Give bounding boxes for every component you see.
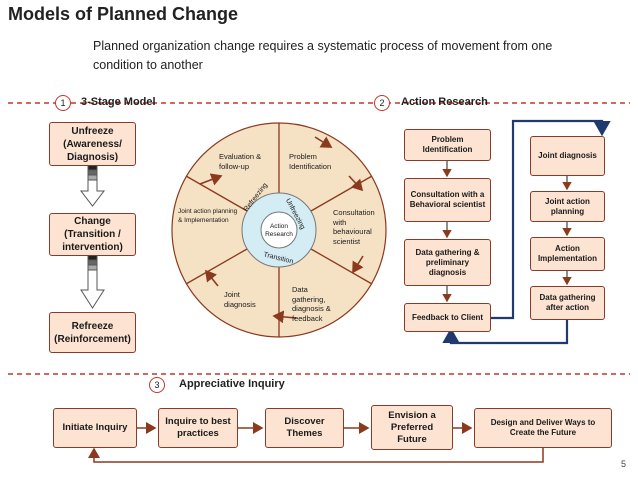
wheel-segment-data-gathering: Data gathering, diagnosis & feedback (292, 285, 331, 323)
ai-design-deliver: Design and Deliver Ways to Create the Fu… (474, 408, 612, 448)
loop-to-joint-diagnosis (491, 119, 611, 320)
ar-problem-identification: Problem Identification (404, 129, 491, 161)
page-subtitle: Planned organization change requires a s… (93, 39, 553, 72)
ar-consultation: Consultation with a Behavioral scientist (404, 178, 491, 222)
ar-data-gathering-after: Data gathering after action (530, 286, 605, 320)
wheel-segment-joint-diagnosis: Joint diagnosis (224, 290, 256, 309)
stage-arrow-1 (79, 164, 106, 207)
ar-action-implementation: Action Implementation (530, 237, 605, 271)
stage-change: Change (Transition / intervention) (49, 213, 136, 256)
section-3-label: Appreciative Inquiry (179, 378, 285, 390)
ai-initiate-inquiry: Initiate Inquiry (53, 408, 137, 448)
stage-unfreeze: Unfreeze (Awareness/ Diagnosis) (49, 122, 136, 166)
ai-loop-back (88, 447, 544, 463)
ai-envision-future: Envision a Preferred Future (371, 405, 453, 450)
stage-refreeze: Refreeze (Reinforcement) (49, 312, 136, 353)
wheel-segment-evaluation: Evaluation & follow-up (219, 152, 262, 171)
action-research-wheel (171, 122, 387, 338)
page-title: Models of Planned Change (8, 4, 239, 24)
loop-back-to-feedback (442, 320, 569, 345)
section-2-label: Action Research (401, 96, 488, 108)
section-2-number: 2 (374, 95, 390, 111)
wheel-segment-joint-action: Joint action planning & Implementation (178, 208, 238, 224)
wheel-segment-problem-identification: Problem Identification (289, 152, 332, 171)
stage-arrow-2 (80, 254, 105, 309)
wheel-center-label: Action Research (265, 223, 293, 238)
ar-joint-action-planning: Joint action planning (530, 191, 605, 222)
ar-data-gathering: Data gathering & preliminary diagnosis (404, 239, 491, 286)
section-3-number: 3 (149, 377, 165, 393)
ai-inquire-best-practices: Inquire to best practices (158, 408, 238, 448)
wheel-segment-consultation: Consultation with behavioural scientist (333, 208, 375, 246)
ai-discover-themes: Discover Themes (265, 408, 344, 448)
ar-feedback-to-client: Feedback to Client (404, 303, 491, 332)
page-number: 5 (620, 459, 626, 469)
section-1-label: 3-Stage Model (81, 96, 156, 108)
section-1-number: 1 (55, 95, 71, 111)
ar-joint-diagnosis: Joint diagnosis (530, 136, 605, 176)
